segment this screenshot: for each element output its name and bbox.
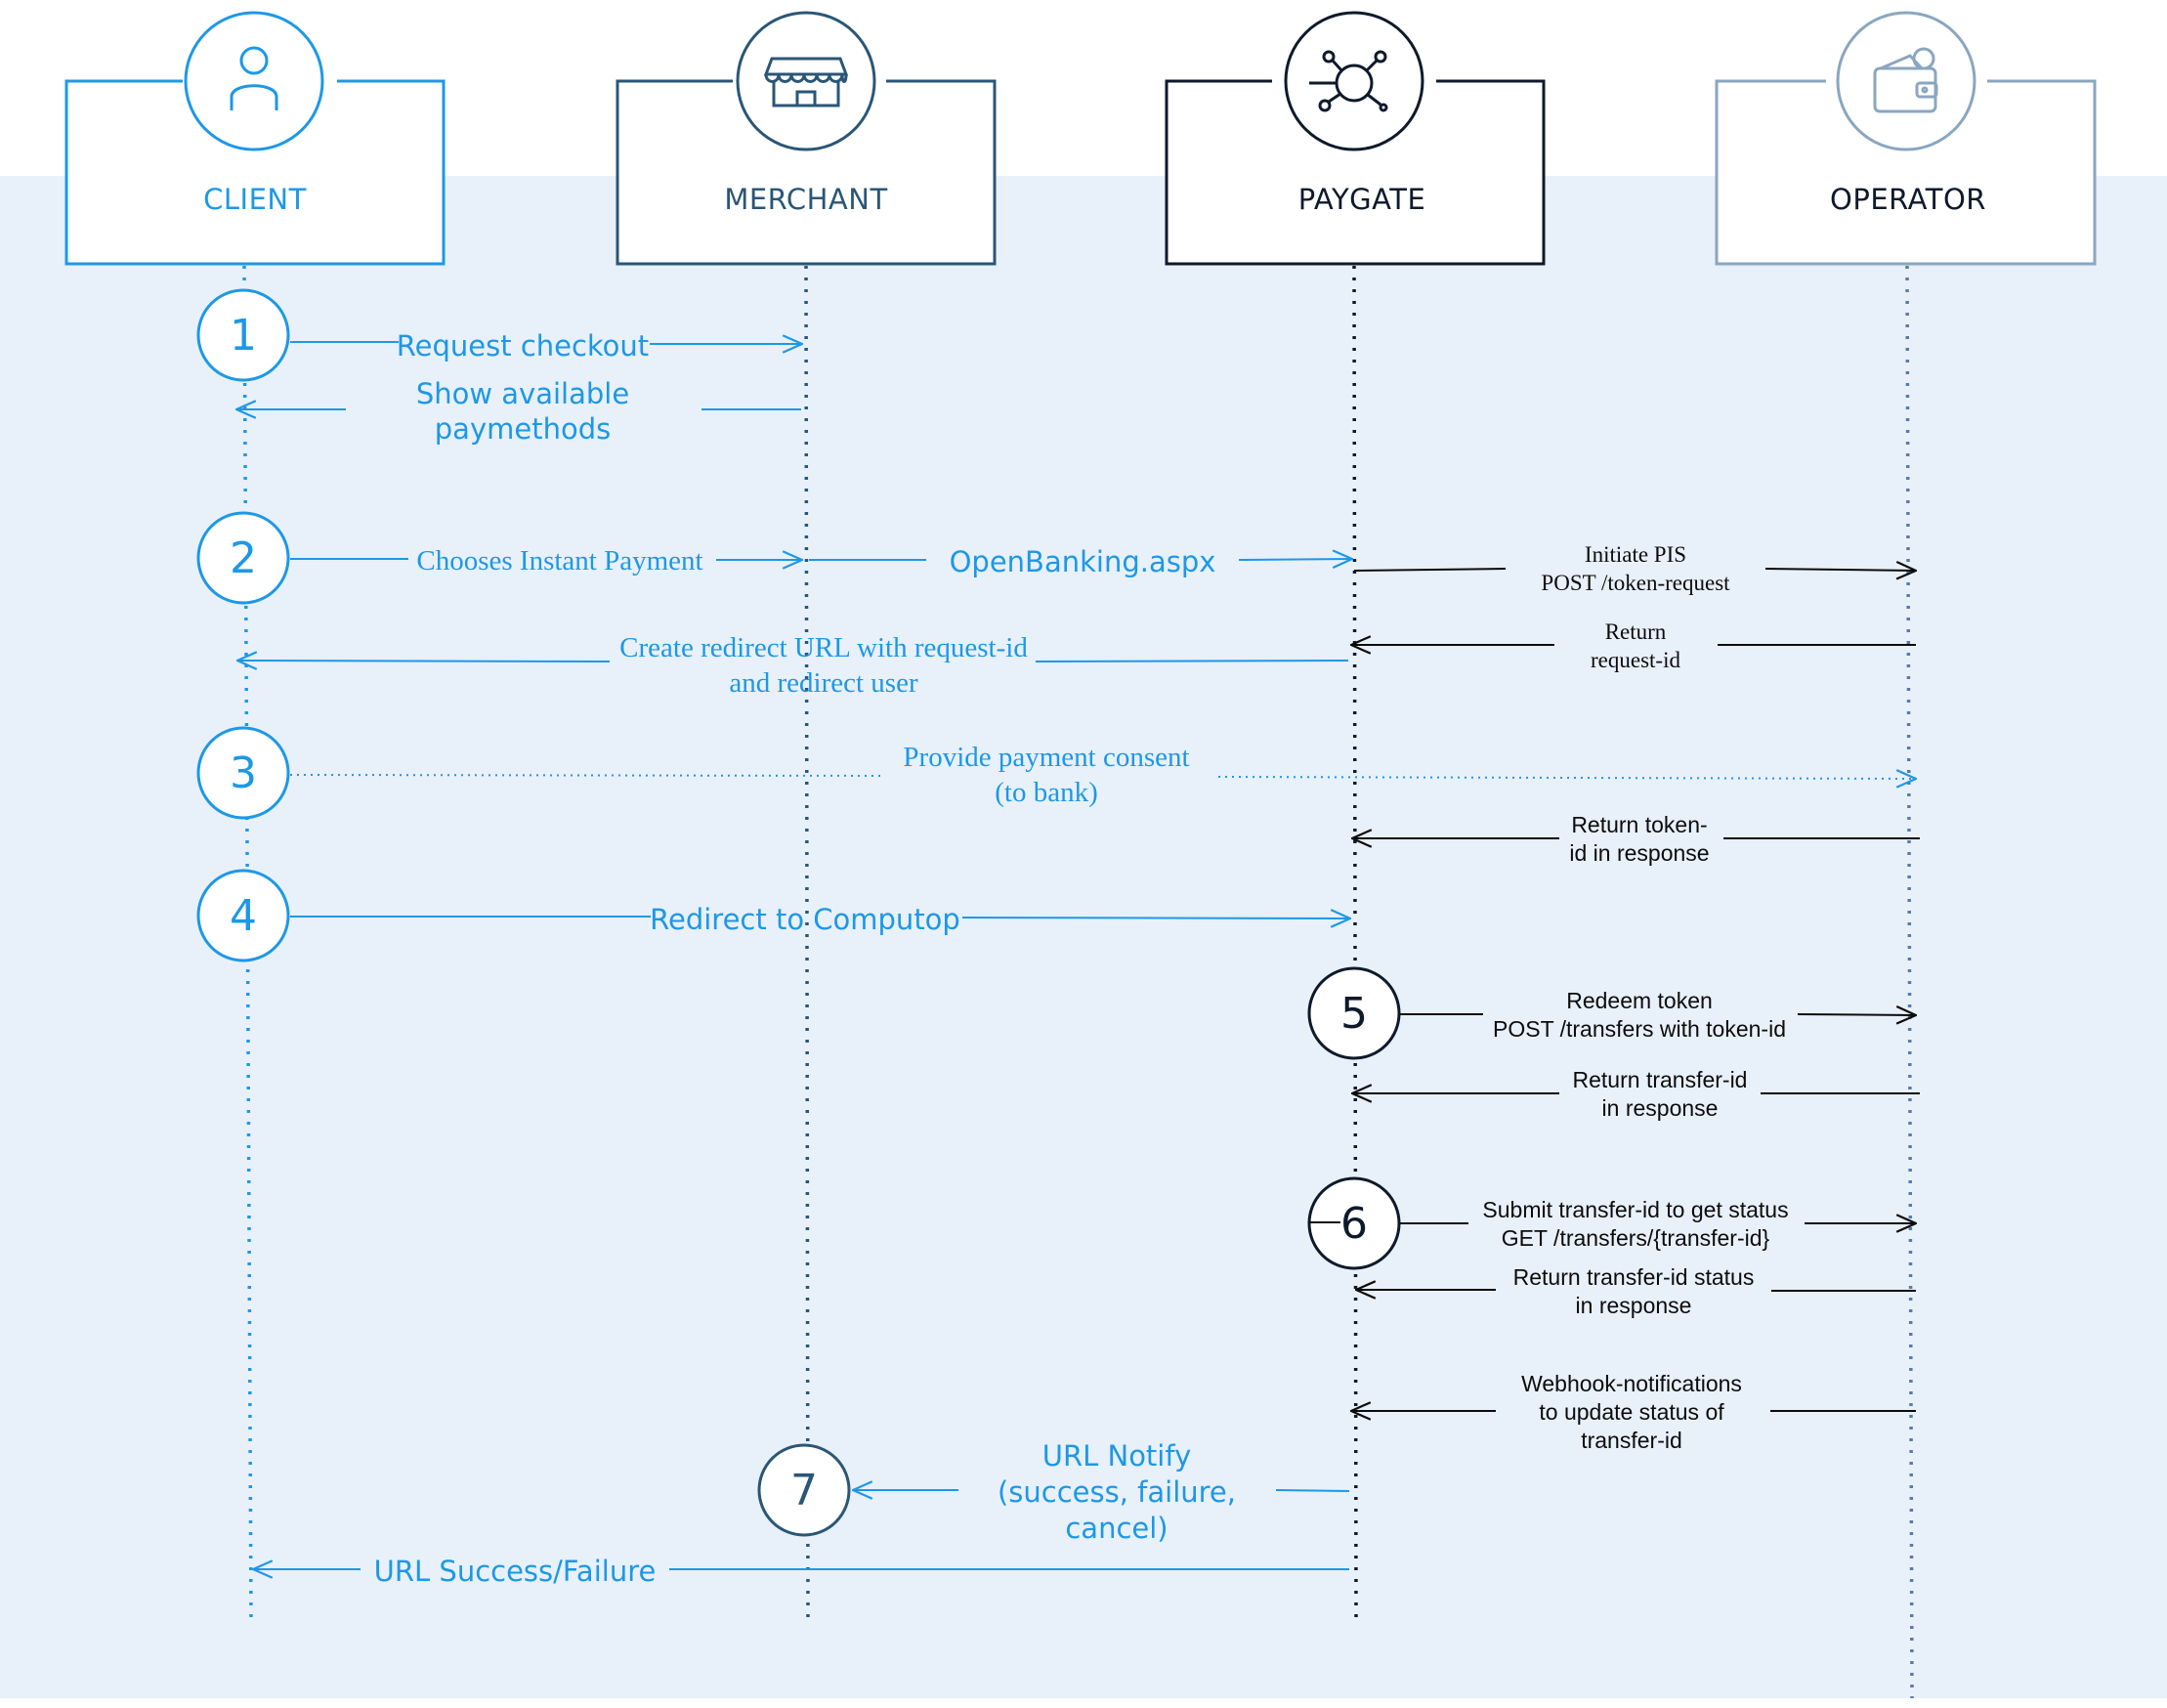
message-initiate-pis-line2: POST /token-request [1541,571,1730,595]
message-url-notify: URL Notify (success, failure, cancel) [853,1439,1350,1545]
participant-client: CLIENT [64,11,446,266]
message-submit-transfer-line2: GET /transfers/{transfer-id} [1502,1225,1770,1251]
operator-lifeline [1905,265,1914,1699]
message-return-transfer-id: Return transfer-id in response [1352,1067,1920,1121]
message-submit-transfer: Submit transfer-id to get status GET /tr… [1309,1197,1916,1251]
participant-operator: OPERATOR [1715,11,2097,266]
message-show-paymethods-line2: paymethods [435,412,611,446]
message-return-transfer-id-line1: Return transfer-id [1573,1067,1748,1092]
message-return-transfer-status-line2: in response [1576,1293,1692,1318]
message-request-checkout-label: Request checkout [397,329,649,363]
message-return-transfer-status: Return transfer-id status in response [1356,1264,1916,1318]
message-provide-consent-line1: Provide payment consent [903,742,1189,773]
message-redirect-computop-label: Redirect to Computop [650,903,960,936]
step-5-number: 5 [1340,989,1368,1039]
message-url-notify-line2: (success, failure, [998,1475,1236,1509]
step-7-circle: 7 [757,1443,851,1537]
message-initiate-pis: Initiate PIS POST /token-request [1353,542,1916,595]
message-webhook-line3: transfer-id [1581,1428,1682,1453]
message-redeem-token: Redeem token POST /transfers with token-… [1400,988,1916,1042]
message-redeem-token-line2: POST /transfers with token-id [1493,1016,1786,1042]
message-chooses-instant-payment: Chooses Instant Payment [290,545,802,576]
step-3-number: 3 [230,748,257,798]
message-url-notify-line1: URL Notify [1042,1439,1191,1473]
message-provide-consent: Provide payment consent (to bank) [289,742,1916,808]
user-icon [230,46,278,110]
lifelines [242,265,1914,1699]
step-2-circle: 2 [196,511,290,605]
step-5-circle: 5 [1307,966,1401,1060]
message-create-redirect-line2: and redirect user [729,667,918,699]
step-7-number: 7 [790,1466,818,1516]
participant-operator-label: OPERATOR [1830,183,1986,216]
step-6-number: 6 [1340,1199,1368,1249]
message-request-checkout: Request checkout [290,329,802,363]
message-show-paymethods: Show available paymethods [236,377,801,446]
message-show-paymethods-line1: Show available [416,377,629,410]
message-chooses-instant-payment-label: Chooses Instant Payment [416,545,702,576]
message-return-token-line2: id in response [1569,840,1709,866]
message-create-redirect-line1: Create redirect URL with request-id [619,632,1028,663]
message-url-notify-line3: cancel) [1065,1512,1168,1545]
message-webhook: Webhook-notifications to update status o… [1351,1371,1916,1453]
message-create-redirect: Create redirect URL with request-id and … [237,632,1349,699]
message-submit-transfer-line1: Submit transfer-id to get status [1482,1197,1788,1222]
message-return-transfer-id-line2: in response [1602,1095,1719,1121]
step-1-circle: 1 [196,288,290,382]
message-return-request-id-line1: Return [1605,619,1667,644]
participant-paygate: PAYGATE [1165,11,1546,266]
message-return-token-line1: Return token- [1571,812,1707,837]
message-return-transfer-status-line1: Return transfer-id status [1513,1264,1755,1290]
message-return-token: Return token- id in response [1352,812,1920,866]
participant-client-label: CLIENT [203,183,307,216]
message-url-success: URL Success/Failure [253,1555,1349,1588]
message-redirect-computop: Redirect to Computop [290,903,1350,936]
message-return-request-id-line2: request-id [1591,648,1680,672]
step-4-number: 4 [230,891,257,941]
storefront-icon [763,57,849,107]
participant-paygate-label: PAYGATE [1298,183,1426,216]
background-band [0,176,2167,1698]
network-hub-icon [1309,50,1388,112]
message-webhook-line1: Webhook-notifications [1521,1371,1742,1396]
message-return-request-id: Return request-id [1351,619,1916,672]
message-openbanking-label: OpenBanking.aspx [950,545,1216,578]
step-4-circle: 4 [196,869,290,962]
step-2-number: 2 [230,534,257,583]
message-redeem-token-line1: Redeem token [1566,988,1713,1013]
message-url-success-label: URL Success/Failure [374,1555,657,1588]
message-openbanking: OpenBanking.aspx [809,545,1352,578]
participant-merchant-label: MERCHANT [724,183,887,216]
message-provide-consent-line2: (to bank) [995,777,1098,808]
step-1-number: 1 [230,311,257,361]
participant-merchant: MERCHANT [616,11,997,266]
step-3-circle: 3 [196,726,290,820]
message-webhook-line2: to update status of [1539,1399,1724,1425]
wallet-icon [1873,47,1938,113]
message-initiate-pis-line1: Initiate PIS [1585,542,1686,567]
